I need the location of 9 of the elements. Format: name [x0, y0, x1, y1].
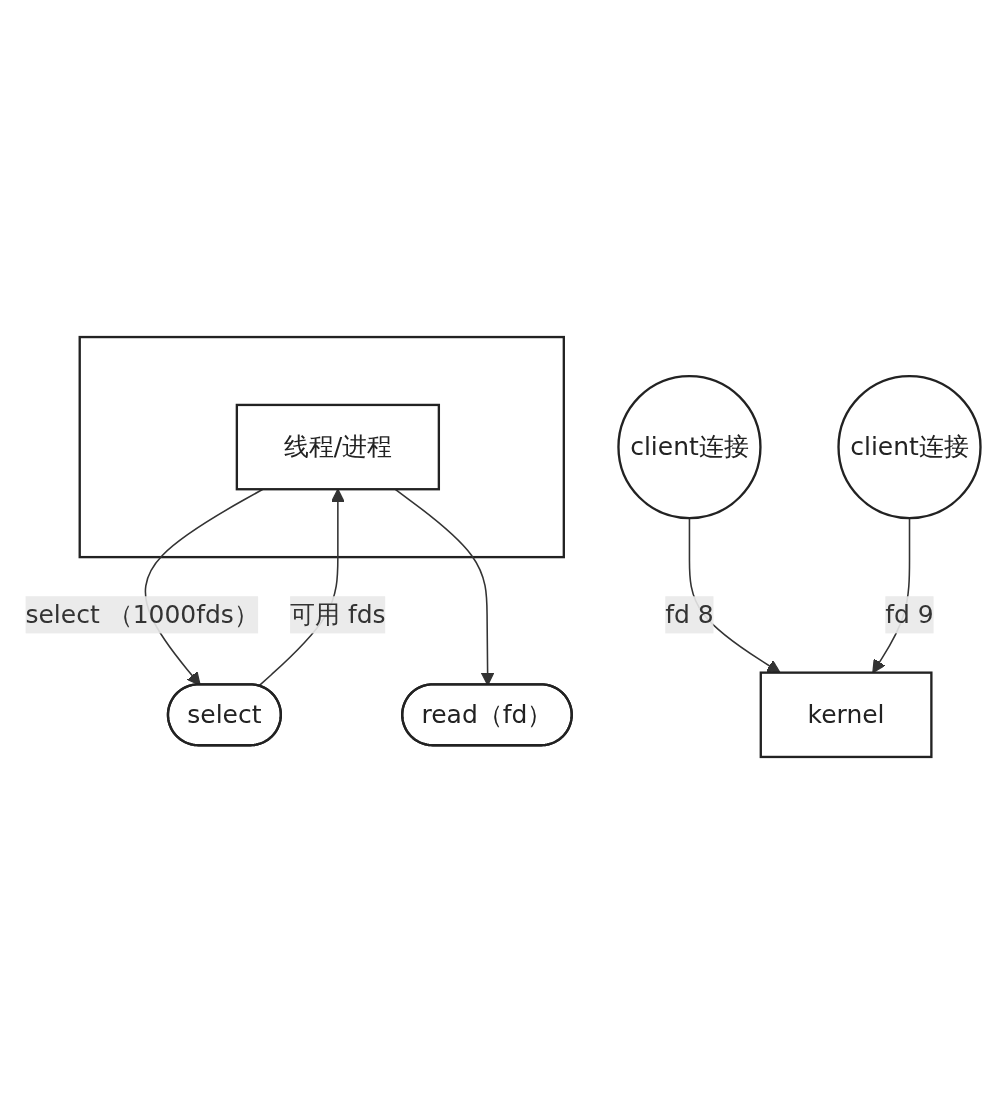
cluster	[78, 335, 565, 558]
node-box: kernel	[759, 670, 933, 758]
node-box: 线程/进程	[235, 403, 441, 490]
edge-label: fd 8	[665, 598, 714, 629]
node-circle: client连接	[617, 374, 762, 519]
edge-label: select （1000fds）	[25, 598, 259, 629]
edge-label: 可用 fds	[290, 598, 386, 629]
edge-label: fd 9	[885, 598, 934, 629]
node-circle: client连接	[837, 374, 982, 519]
